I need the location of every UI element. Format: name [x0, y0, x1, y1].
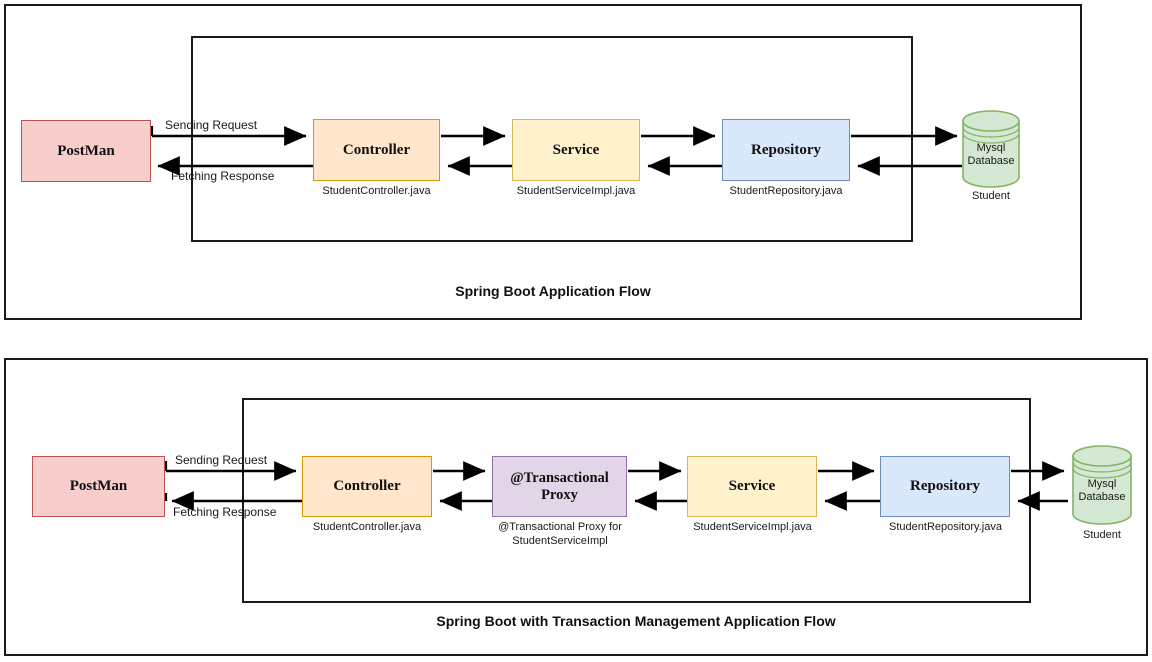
edge-label-sending-request-diagram-2: Sending Request	[175, 453, 268, 467]
database-caption-diagram-1: Student	[972, 190, 1010, 202]
node-label: Service	[552, 141, 600, 158]
node-service-diagram-1[interactable]: Service	[512, 119, 640, 181]
edge-label-fetching-response-diagram-2: Fetching Response	[173, 505, 277, 519]
node-controller-diagram-2[interactable]: Controller	[302, 456, 432, 517]
node-label: @Transactional Proxy	[510, 470, 609, 503]
node-label: Service	[728, 478, 776, 495]
node-repository-diagram-2[interactable]: Repository	[880, 456, 1010, 517]
diagram-1-title: Spring Boot Application Flow	[455, 283, 651, 299]
node-postman-diagram-2[interactable]: PostMan	[32, 456, 165, 517]
caption-repository-diagram-1: StudentRepository.java	[729, 185, 843, 197]
caption-service-diagram-2: StudentServiceImpl.java	[693, 521, 812, 533]
caption-transactional-proxy-diagram-2: @Transactional Proxy for StudentServiceI…	[498, 521, 622, 547]
node-label: PostMan	[57, 142, 115, 159]
node-label: Repository	[751, 141, 821, 158]
node-transactional-proxy-diagram-2[interactable]: @Transactional Proxy	[492, 456, 627, 517]
node-label: Repository	[910, 478, 980, 495]
node-postman-diagram-1[interactable]: PostMan	[21, 120, 151, 182]
node-label: Controller	[333, 478, 401, 495]
node-label: PostMan	[69, 478, 128, 495]
database-cylinder-diagram-2[interactable]	[1072, 445, 1132, 525]
database-cylinder-diagram-1[interactable]	[962, 110, 1020, 188]
diagram-1-application-boundary	[191, 36, 913, 242]
caption-controller-diagram-1: StudentController.java	[322, 185, 431, 197]
diagram-2-title: Spring Boot with Transaction Management …	[436, 613, 836, 629]
caption-service-diagram-1: StudentServiceImpl.java	[516, 185, 636, 197]
caption-controller-diagram-2: StudentController.java	[312, 521, 422, 533]
node-repository-diagram-1[interactable]: Repository	[722, 119, 850, 181]
node-service-diagram-2[interactable]: Service	[687, 456, 817, 517]
edge-label-fetching-response-diagram-1: Fetching Response	[171, 169, 275, 183]
node-controller-diagram-1[interactable]: Controller	[313, 119, 440, 181]
caption-repository-diagram-2: StudentRepository.java	[889, 521, 1002, 533]
node-label: Controller	[342, 141, 411, 158]
database-caption-diagram-2: Student	[1083, 529, 1121, 541]
edge-label-sending-request-diagram-1: Sending Request	[165, 118, 258, 132]
